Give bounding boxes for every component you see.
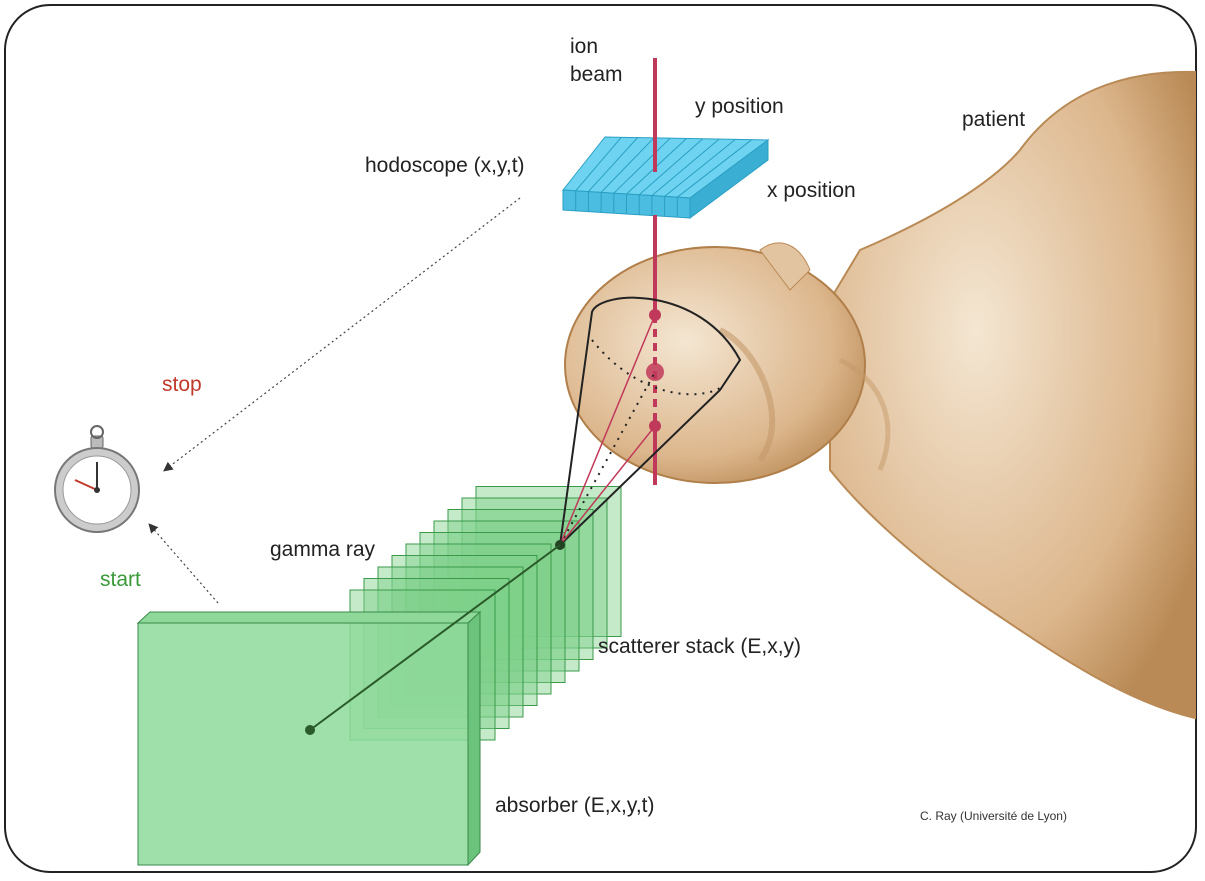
compton-cone [555,296,742,550]
stop-label: stop [162,373,202,396]
gamma-ray-label: gamma ray [270,538,376,561]
scatterer-plane [475,486,622,637]
hodoscope-strip [588,137,638,192]
start-label: start [100,568,141,591]
hodoscope-strip [600,137,655,193]
hodoscope [562,136,770,219]
ion-beam-label-2: beam [570,63,623,86]
hodoscope-strip [613,137,671,194]
x-position-label: x position [767,179,856,202]
absorber-label: absorber (E,x,y,t) [495,794,655,817]
hodoscope-strip [664,139,736,197]
hodoscope-strip [676,139,753,198]
hodoscope-strip [575,136,622,192]
stopwatch-icon [54,425,140,533]
patient-figure [564,70,1196,720]
start-signal-arrow [148,523,219,604]
stop-signal-arrow [163,197,521,472]
patient-label: patient [962,108,1025,131]
ion-beam-label: ion [570,35,598,58]
y-position-label: y position [695,95,784,118]
scatterer-stack-label: scatterer stack (E,x,y) [598,635,801,658]
credit-label: C. Ray (Université de Lyon) [920,809,1067,823]
hodoscope-strip [651,138,720,196]
hodoscope-label: hodoscope (x,y,t) [365,154,525,177]
absorber [136,544,561,867]
ion-beam [646,58,664,485]
hodoscope-strip [638,138,704,196]
